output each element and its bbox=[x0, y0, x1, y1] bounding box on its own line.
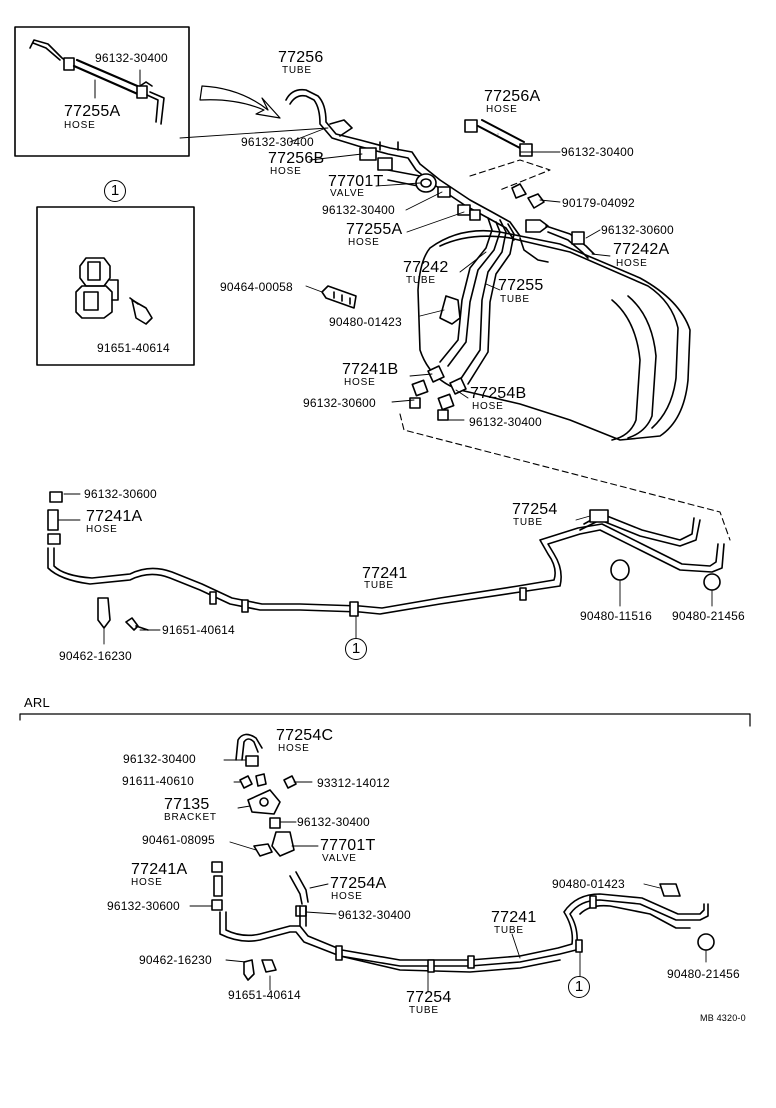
label-77256B: 77256B bbox=[268, 150, 325, 167]
label-hose-77256B: HOSE bbox=[270, 166, 302, 177]
ref-circle-1-a: 1 bbox=[104, 180, 126, 202]
label-90480-11516: 90480-11516 bbox=[580, 609, 653, 623]
hose-77256A bbox=[464, 119, 533, 157]
label-77241A-a: 77241A bbox=[86, 508, 143, 525]
label-91651-40614-a: 91651-40614 bbox=[97, 341, 170, 355]
label-91611-40610: 91611-40610 bbox=[122, 774, 195, 788]
label-hose-a: HOSE bbox=[64, 120, 96, 131]
inset-hose-assembly bbox=[29, 39, 165, 125]
arl-assembly bbox=[211, 733, 715, 981]
label-96132-30400-f: 96132-30400 bbox=[123, 752, 196, 766]
label-96132-30400-g: 96132-30400 bbox=[297, 815, 370, 829]
label-96132-30600-c: 96132-30600 bbox=[84, 487, 157, 501]
label-77242: 77242 bbox=[403, 259, 449, 276]
label-77254C: 77254C bbox=[276, 727, 334, 744]
inset-box-hose bbox=[14, 26, 190, 157]
label-77254-b: 77254 bbox=[406, 989, 452, 1006]
label-90179-04092: 90179-04092 bbox=[562, 196, 635, 210]
label-bracket: BRACKET bbox=[164, 812, 217, 823]
inset-box-clip bbox=[36, 206, 195, 366]
label-96132-30400-c: 96132-30400 bbox=[241, 135, 314, 149]
label-hose-77254B: HOSE bbox=[472, 401, 504, 412]
label-tube-77256: TUBE bbox=[282, 65, 312, 76]
label-valve-a: VALVE bbox=[330, 188, 365, 199]
inset-clip-assembly bbox=[75, 257, 153, 325]
label-96132-30400-d: 96132-30400 bbox=[322, 203, 395, 217]
label-tube-77254: TUBE bbox=[513, 517, 543, 528]
label-96132-30400-e: 96132-30400 bbox=[469, 415, 542, 429]
label-77241-b: 77241 bbox=[491, 909, 537, 926]
label-77256: 77256 bbox=[278, 49, 324, 66]
label-hose-b: HOSE bbox=[348, 237, 380, 248]
label-77255A-b: 77255A bbox=[346, 221, 403, 238]
label-77241B: 77241B bbox=[342, 361, 399, 378]
label-90464-00058: 90464-00058 bbox=[220, 280, 293, 294]
ref-circle-1-c: 1 bbox=[568, 976, 590, 998]
label-90480-21456-b: 90480-21456 bbox=[667, 967, 740, 981]
label-77254: 77254 bbox=[512, 501, 558, 518]
label-91651-40614-b: 91651-40614 bbox=[162, 623, 235, 637]
label-77242A: 77242A bbox=[613, 241, 670, 258]
dashed-guide-upper bbox=[469, 159, 551, 191]
label-77701T-a: 77701T bbox=[328, 173, 384, 190]
clamp-90464 bbox=[321, 285, 357, 309]
valve-77701T-top bbox=[359, 147, 437, 193]
label-90461-08095: 90461-08095 bbox=[142, 833, 215, 847]
label-hose-77241A-b: HOSE bbox=[131, 877, 163, 888]
label-valve-b: VALVE bbox=[322, 853, 357, 864]
label-hose-77254C: HOSE bbox=[278, 743, 310, 754]
dashed-guide-lower bbox=[399, 413, 731, 541]
label-77254A: 77254A bbox=[330, 875, 387, 892]
label-tube-77241-a: TUBE bbox=[364, 580, 394, 591]
label-tube-77242: TUBE bbox=[406, 275, 436, 286]
label-96132-30400-b: 96132-30400 bbox=[561, 145, 634, 159]
label-90480-01423-b: 90480-01423 bbox=[552, 877, 625, 891]
label-77241A-b: 77241A bbox=[131, 861, 188, 878]
label-tube-77255: TUBE bbox=[500, 294, 530, 305]
label-77135: 77135 bbox=[164, 796, 210, 813]
label-77241-a: 77241 bbox=[362, 565, 408, 582]
label-77256A: 77256A bbox=[484, 88, 541, 105]
label-hose-77242A: HOSE bbox=[616, 258, 648, 269]
label-96132-30600-a: 96132-30600 bbox=[601, 223, 674, 237]
label-77255: 77255 bbox=[498, 277, 544, 294]
label-96132-30400-a: 96132-30400 bbox=[95, 51, 168, 65]
arrow-inset bbox=[199, 85, 281, 119]
leader-lines bbox=[57, 127, 713, 993]
label-96132-30400-h: 96132-30400 bbox=[338, 908, 411, 922]
label-hose-77241A-a: HOSE bbox=[86, 524, 118, 535]
label-90462-16230-a: 90462-16230 bbox=[59, 649, 132, 663]
label-tube-77241-b: TUBE bbox=[494, 925, 524, 936]
label-77701T-b: 77701T bbox=[320, 837, 376, 854]
fuel-tank bbox=[417, 229, 691, 441]
label-91651-40614-c: 91651-40614 bbox=[228, 988, 301, 1002]
label-arl: ARL bbox=[24, 695, 50, 710]
label-hose-77254A: HOSE bbox=[331, 891, 363, 902]
label-ref-code: MB 4320-0 bbox=[700, 1013, 746, 1023]
label-96132-30600-d: 96132-30600 bbox=[107, 899, 180, 913]
label-tube-77254-b: TUBE bbox=[409, 1005, 439, 1016]
middle-tube-run bbox=[47, 491, 725, 631]
label-hose-77256A: HOSE bbox=[486, 104, 518, 115]
label-77254B: 77254B bbox=[470, 385, 527, 402]
label-96132-30600-b: 96132-30600 bbox=[303, 396, 376, 410]
label-hose-77241B: HOSE bbox=[344, 377, 376, 388]
label-90480-01423-a: 90480-01423 bbox=[329, 315, 402, 329]
label-93312-14012: 93312-14012 bbox=[317, 776, 390, 790]
ref-circle-1-b: 1 bbox=[345, 638, 367, 660]
label-90462-16230-b: 90462-16230 bbox=[139, 953, 212, 967]
label-90480-21456-a: 90480-21456 bbox=[672, 609, 745, 623]
label-77255A-a: 77255A bbox=[64, 103, 121, 120]
